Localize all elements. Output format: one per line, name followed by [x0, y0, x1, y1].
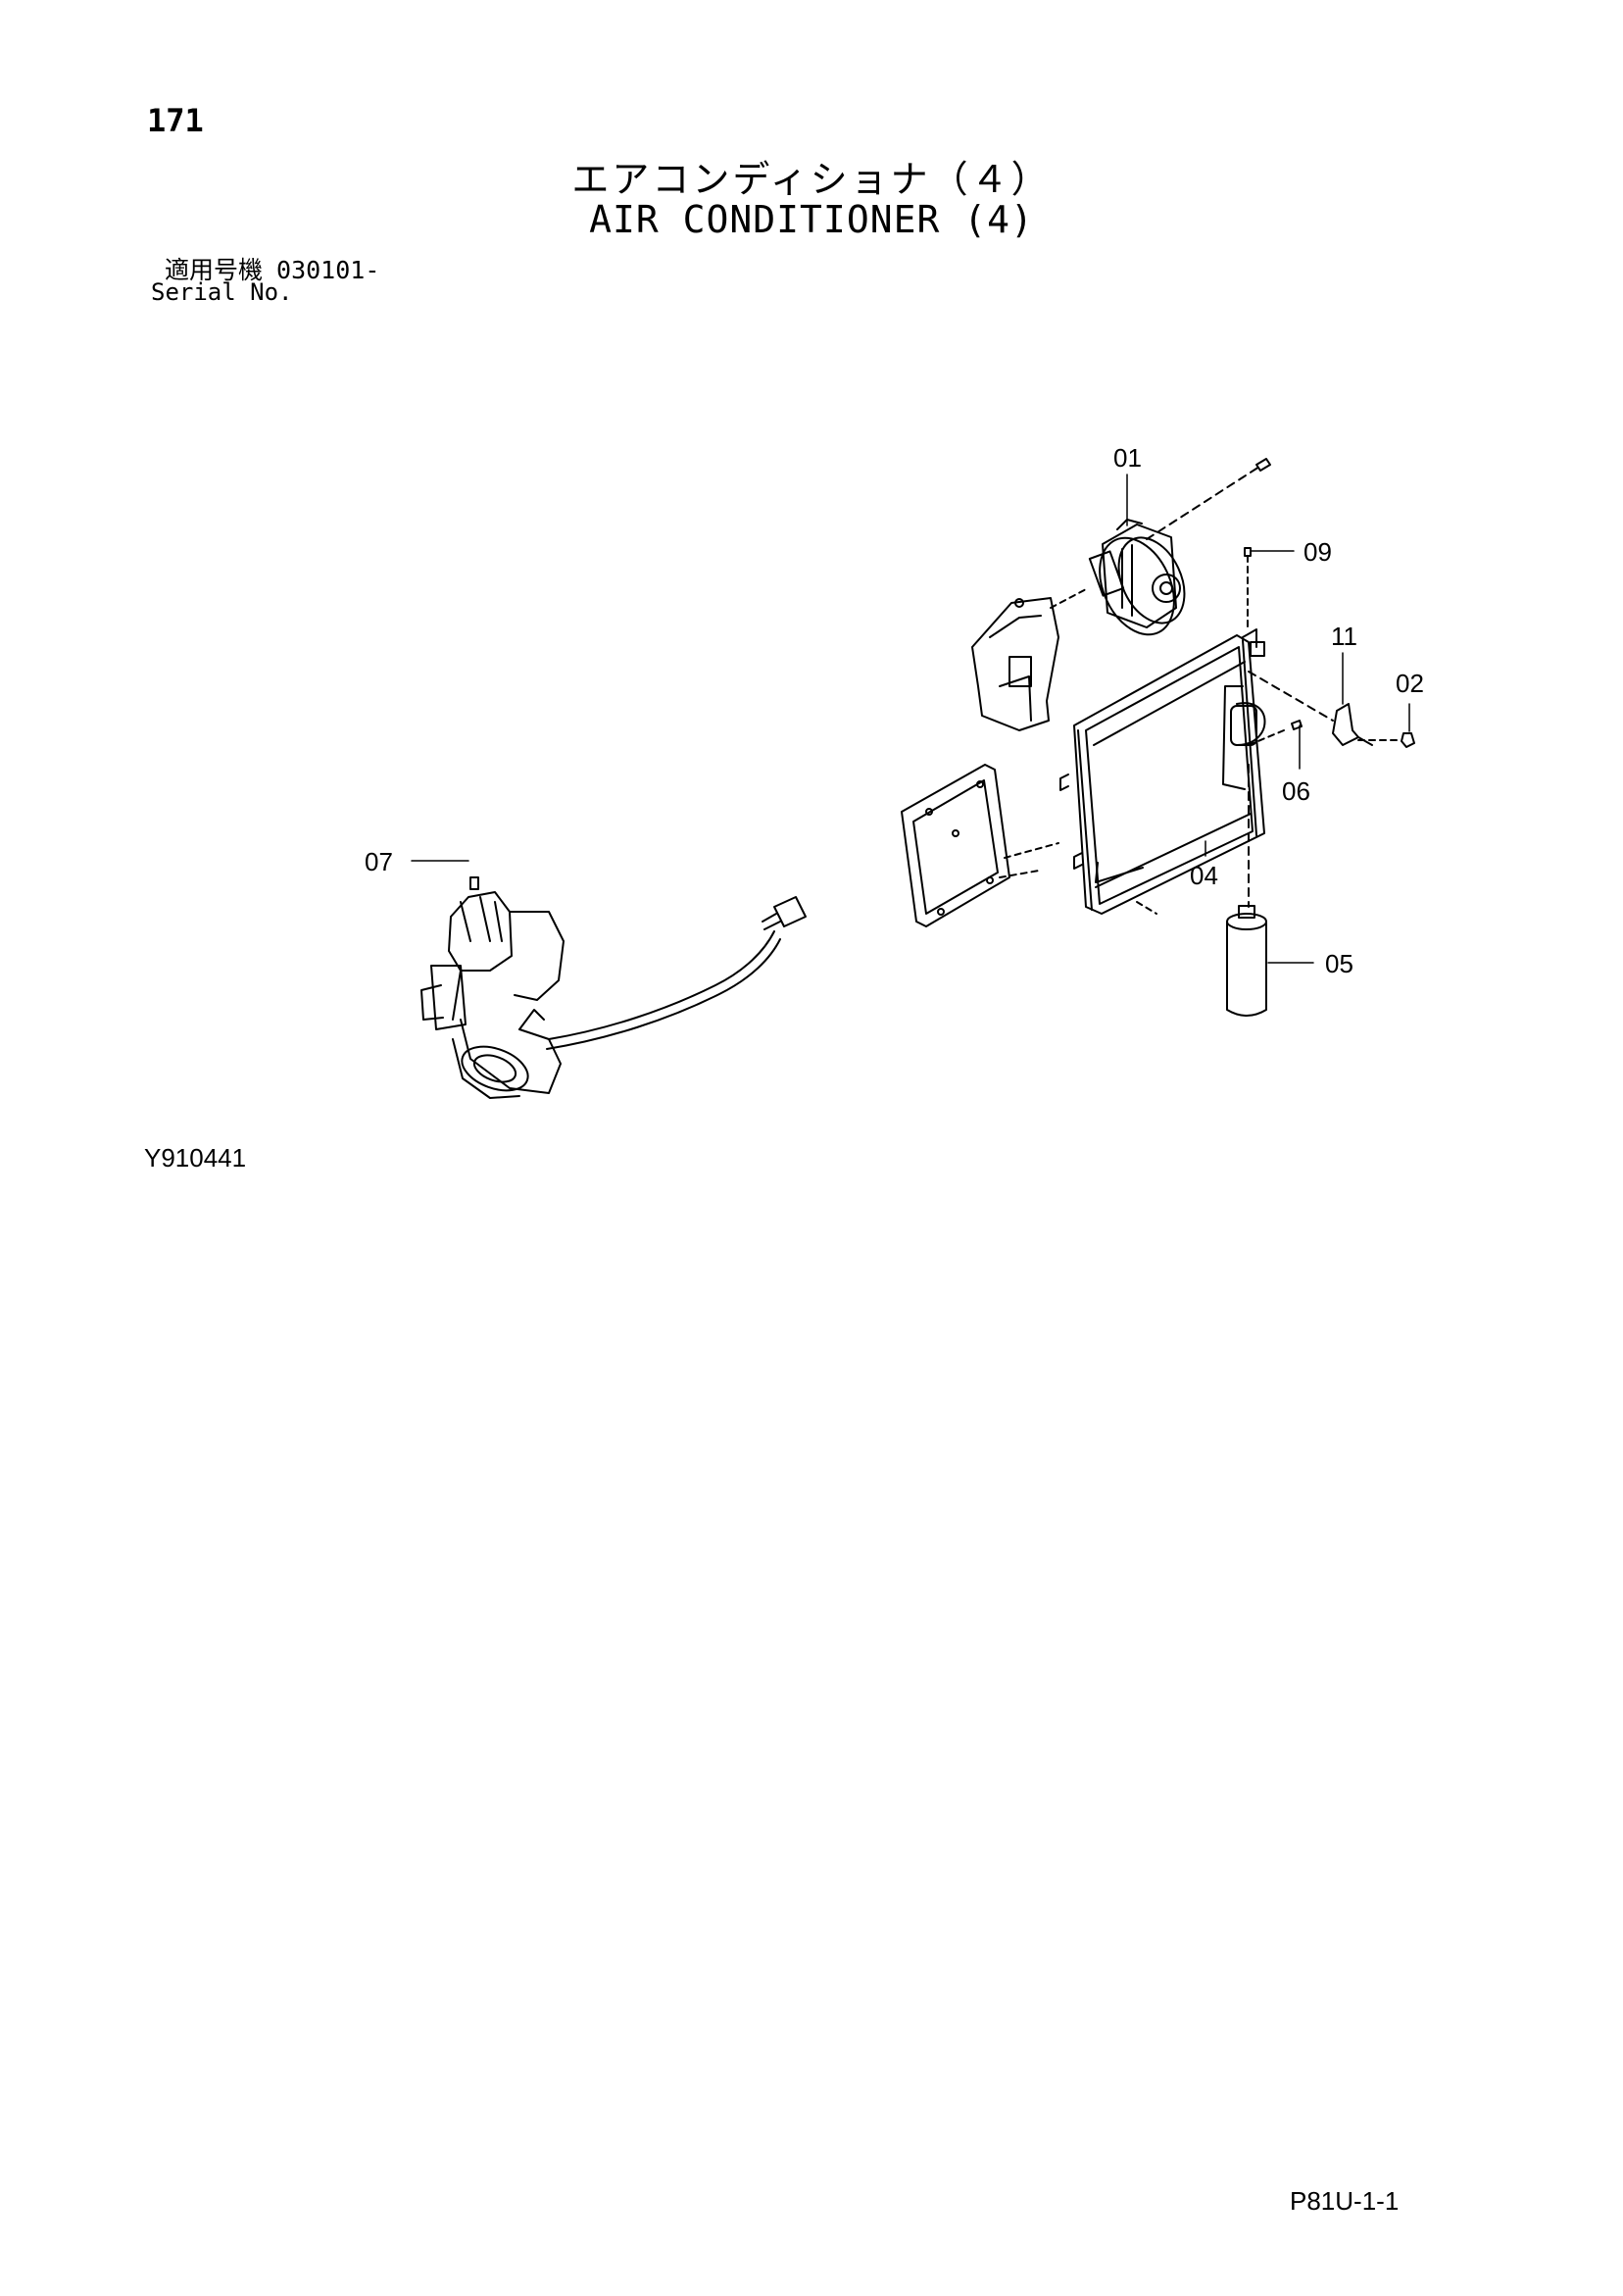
mounting-panel: [901, 764, 1059, 927]
compressor-bolt: [1255, 458, 1271, 472]
blower-unit-part: [420, 876, 565, 1099]
callout-labels: 01 09 11 02 06 04 05 07: [365, 443, 1424, 978]
condenser-pipes: [1222, 671, 1334, 790]
condenser-part: [1059, 628, 1265, 915]
leader-lines: [411, 474, 1410, 964]
serial-label-jp-row: 適用号機 030101-: [165, 251, 379, 286]
serial-label-en: Serial No.: [151, 278, 293, 306]
page-number: 171: [147, 102, 204, 139]
figure-code: Y910441: [144, 1143, 247, 1173]
callout-06: 06: [1282, 776, 1310, 806]
callout-11: 11: [1331, 622, 1357, 651]
serial-label-jp: 適用号機: [165, 256, 264, 284]
callout-09: 09: [1303, 537, 1332, 567]
callout-04: 04: [1190, 861, 1218, 890]
page-code: P81U-1-1: [1290, 2186, 1400, 2216]
page-title-jp: エアコンディショナ（４）: [571, 158, 1052, 201]
bolt-06: [1291, 720, 1303, 730]
callout-05: 05: [1325, 949, 1353, 978]
compressor-bolt-line: [1146, 466, 1260, 540]
compressor-part: [1088, 519, 1186, 636]
compressor-bracket: [971, 587, 1089, 731]
wire-harness: [546, 896, 807, 1050]
bracket-11: [1332, 703, 1402, 746]
screw-09: [1244, 547, 1252, 628]
page-title-en: AIR CONDITIONER (4): [589, 198, 1034, 241]
callout-01: 01: [1113, 443, 1142, 473]
callout-02: 02: [1396, 669, 1424, 698]
callout-07: 07: [365, 847, 393, 876]
receiver-drier-part: [1226, 764, 1267, 1017]
bolt-02: [1401, 732, 1415, 748]
serial-value: 030101-: [276, 256, 380, 284]
